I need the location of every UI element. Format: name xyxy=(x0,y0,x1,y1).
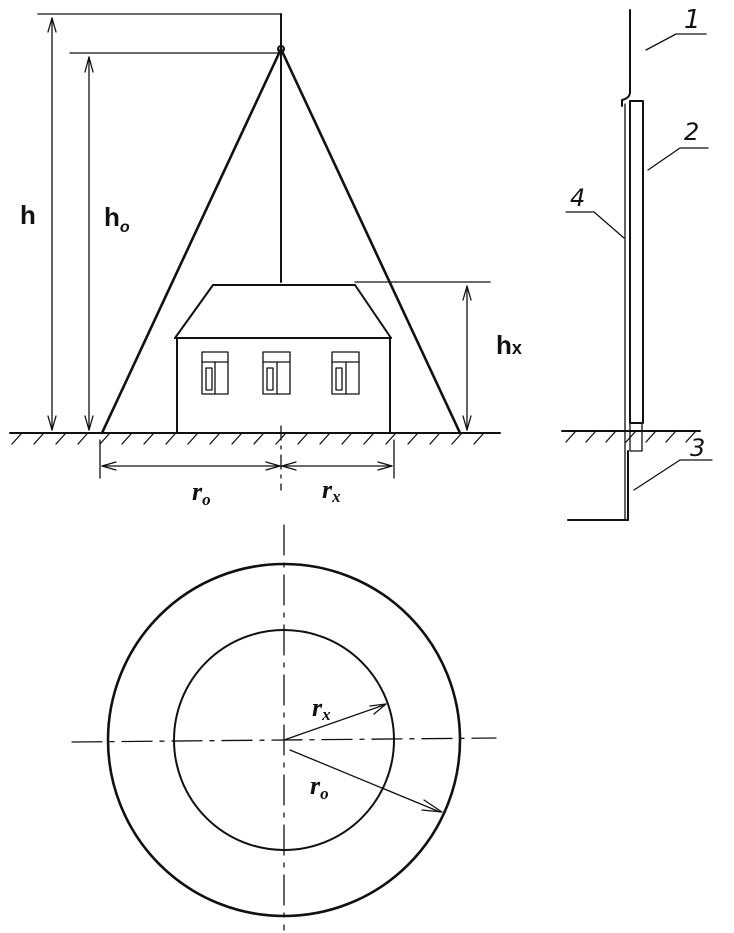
window-2 xyxy=(262,351,291,395)
dimension-h0: ho xyxy=(69,52,281,431)
leader-1 xyxy=(645,33,707,51)
hatch-stroke xyxy=(11,433,22,445)
window-1 xyxy=(201,351,229,395)
hatch-stroke xyxy=(209,433,220,445)
window-3 xyxy=(331,351,360,395)
roof-left-slope xyxy=(174,284,214,339)
radius-rx-arrowhead xyxy=(369,703,387,715)
hatch-stroke xyxy=(33,433,44,445)
hatch-stroke xyxy=(565,431,576,443)
hatch-stroke xyxy=(55,433,66,445)
label-part-2: 2 xyxy=(684,118,699,146)
dimension-h: h xyxy=(20,13,282,431)
hatch-stroke xyxy=(429,433,440,445)
hatch-stroke xyxy=(585,431,596,443)
plan-label-r0: ro xyxy=(310,771,329,803)
label-part-1: 1 xyxy=(684,5,701,35)
hatch-stroke xyxy=(319,433,330,445)
radius-rx-line xyxy=(283,704,385,741)
hatch-stroke xyxy=(165,433,176,445)
protection-cone-right xyxy=(279,47,462,435)
label-rx: rx xyxy=(322,475,341,506)
hatch-stroke xyxy=(253,433,264,445)
radius-r0-line xyxy=(289,749,441,813)
hatch-stroke xyxy=(645,431,656,443)
hatch-stroke xyxy=(77,433,88,445)
hatch-stroke xyxy=(685,431,696,443)
ground-hatching xyxy=(11,433,484,445)
hatch-stroke xyxy=(473,433,484,445)
hatch-stroke xyxy=(385,433,396,445)
leader-2 xyxy=(647,147,709,171)
protection-cone-left xyxy=(100,47,283,435)
house xyxy=(174,284,392,434)
roof-right-slope xyxy=(354,284,392,339)
label-h: h xyxy=(20,200,36,230)
mast-foot xyxy=(629,422,643,452)
dimension-radii: ro rx xyxy=(99,439,395,509)
hatch-stroke xyxy=(665,431,676,443)
hatch-stroke xyxy=(605,431,616,443)
hatch-stroke xyxy=(407,433,418,445)
part-1-bend xyxy=(621,91,631,107)
part-2-mast-body xyxy=(629,100,644,424)
elevation-view: h ho hx ro rx xyxy=(9,13,522,509)
label-r0: ro xyxy=(192,477,211,509)
hatch-stroke xyxy=(341,433,352,445)
hatch-stroke xyxy=(99,433,110,445)
label-h0: ho xyxy=(104,202,130,236)
plan-view: rx ro xyxy=(71,524,497,931)
hatch-stroke xyxy=(297,433,308,445)
hatch-stroke xyxy=(451,433,462,445)
hatch-stroke xyxy=(121,433,132,445)
leader-4 xyxy=(565,211,625,239)
label-part-3: 3 xyxy=(690,434,705,462)
radius-r0-arrowhead xyxy=(421,799,443,813)
hatch-stroke xyxy=(187,433,198,445)
label-hx: hx xyxy=(496,330,522,360)
hatch-stroke xyxy=(363,433,374,445)
hatch-stroke xyxy=(231,433,242,445)
mast-detail: 1 2 3 4 xyxy=(561,5,713,521)
hatch-stroke xyxy=(143,433,154,445)
plan-label-rx: rx xyxy=(312,693,331,724)
label-part-4: 4 xyxy=(570,184,585,212)
leader-3 xyxy=(633,459,713,491)
dimension-hx: hx xyxy=(354,281,522,431)
